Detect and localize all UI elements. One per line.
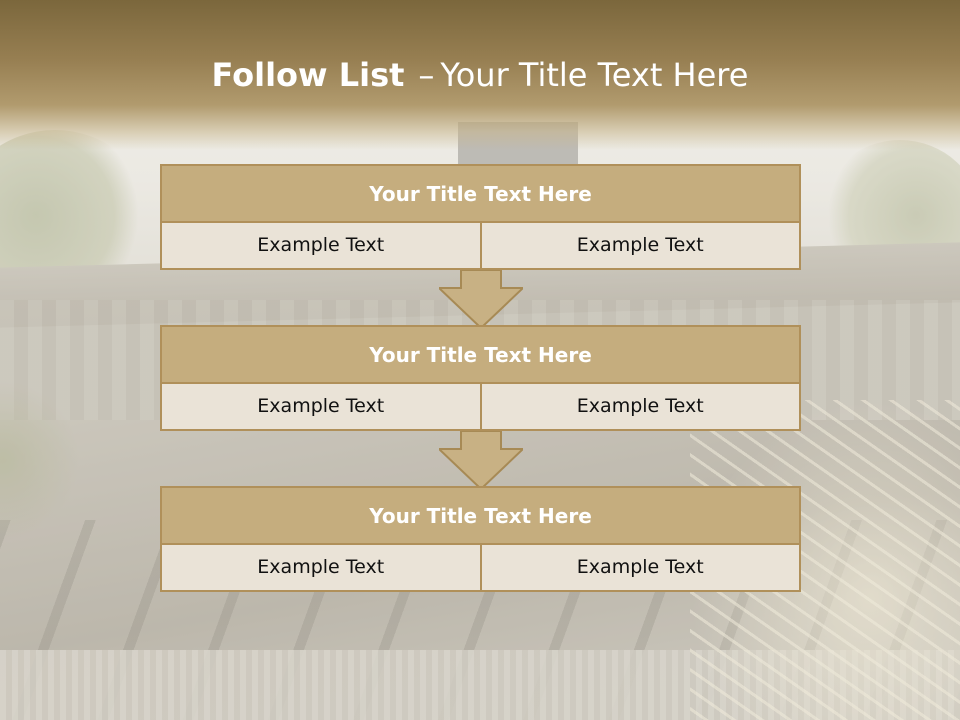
slide-title: Follow List–Your Title Text Here	[0, 55, 960, 95]
slide-title-text: Your Title Text Here	[440, 56, 749, 94]
step-cell-right: Example Text	[479, 384, 800, 429]
step-box-2: Your Title Text Here Example Text Exampl…	[160, 325, 801, 431]
step-box-3: Your Title Text Here Example Text Exampl…	[160, 486, 801, 592]
step-box-1: Your Title Text Here Example Text Exampl…	[160, 164, 801, 270]
foliage-left	[0, 380, 80, 540]
down-arrow-icon	[439, 431, 523, 491]
step-row: Example Text Example Text	[162, 223, 799, 268]
step-cell-left: Example Text	[257, 234, 385, 256]
step-row: Example Text Example Text	[162, 384, 799, 429]
slide-title-bold: Follow List	[211, 56, 405, 94]
step-title: Your Title Text Here	[162, 166, 799, 223]
step-cell-left: Example Text	[257, 556, 385, 578]
step-cell-left: Example Text	[257, 395, 385, 417]
down-arrow-icon	[439, 270, 523, 330]
title-banner	[0, 0, 960, 150]
step-row: Example Text Example Text	[162, 545, 799, 590]
step-cell-right: Example Text	[479, 545, 800, 590]
slide-title-separator: –	[418, 56, 435, 94]
step-title: Your Title Text Here	[162, 488, 799, 545]
step-title: Your Title Text Here	[162, 327, 799, 384]
step-cell-right: Example Text	[479, 223, 800, 268]
